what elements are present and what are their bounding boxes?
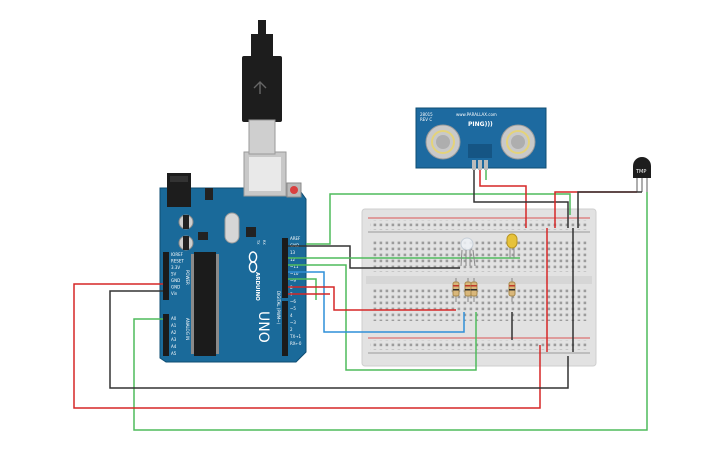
power-pin-label-1: RESET: [171, 259, 184, 264]
resistor-2[interactable]: [464, 278, 472, 302]
power-pin-label-3: 5V: [171, 272, 177, 277]
power-pin-label-6: Vin: [171, 291, 178, 296]
tx-label: TX: [256, 239, 260, 245]
resistor-3[interactable]: [470, 278, 478, 302]
digital-pin-label-15: RX←0: [290, 341, 302, 346]
analog-section-label: ANALOG IN: [185, 318, 190, 340]
crystal-oscillator: [224, 212, 240, 244]
arduino-brand-text: ARDUINO: [254, 272, 260, 301]
ping-name-text: PING))): [468, 121, 493, 128]
ultrasonic-sensor[interactable]: 28015 REV C www.PARALLAX.com PING))): [415, 107, 547, 170]
wire-blue-pin11[interactable]: [288, 271, 465, 333]
power-pin-label-2: 3.3V: [171, 265, 180, 270]
analog-pin-label-3: A3: [171, 337, 177, 342]
power-pin-label-5: GND: [171, 285, 180, 290]
wire-black-ping-gnd[interactable]: [473, 170, 569, 228]
digital-pin-label-2: 13: [290, 250, 296, 255]
terminal-strip-top[interactable]: [372, 240, 588, 272]
digital-pin-label-3: 12: [290, 257, 296, 262]
regulator: [205, 188, 213, 200]
wire-green-pin10[interactable]: [288, 278, 317, 300]
yellow-led[interactable]: [506, 233, 518, 258]
digital-pin-label-12: ~3: [290, 320, 296, 325]
usb-cable: [242, 20, 282, 155]
center-channel: [366, 276, 592, 284]
analog-pin-label-5: A5: [171, 351, 177, 356]
atmega-microcontroller: [194, 252, 216, 356]
digital-header-high: [282, 238, 288, 298]
arduino-infinity-logo: [248, 251, 258, 273]
ping-site-text: www.PARALLAX.com: [456, 112, 497, 117]
wire-green-pin12[interactable]: [288, 264, 477, 371]
analog-header: [163, 314, 169, 356]
analog-pin-label-4: A4: [171, 344, 177, 349]
wire-green-ping-signal[interactable]: [306, 193, 571, 245]
power-header: [163, 252, 169, 300]
resistor-4[interactable]: [508, 278, 516, 302]
temperature-sensor[interactable]: TMP: [633, 157, 651, 192]
power-rail-bottom-holes: [370, 340, 588, 350]
usb-chip: [246, 227, 256, 237]
usb-port-inner: [249, 157, 281, 191]
digital-pin-label-13: 2: [290, 327, 293, 332]
wire-red-pin9[interactable]: [288, 286, 456, 311]
resistor-1[interactable]: [452, 278, 460, 302]
wire-green-tmp[interactable]: [133, 192, 648, 431]
power-rail-top-holes: [370, 220, 588, 230]
wire-red-5v[interactable]: [73, 283, 541, 409]
breadboard[interactable]: [361, 208, 597, 367]
power-pin-label-4: GND: [171, 278, 180, 283]
analog-pin-label-0: A0: [171, 316, 177, 321]
wire-black-gnd-top[interactable]: [288, 245, 460, 269]
digital-pin-label-10: ~5: [290, 306, 296, 311]
digital-pin-label-0: AREF: [290, 236, 301, 241]
digital-pin-label-4: ~11: [290, 264, 299, 269]
ping-model-text: 28015: [420, 112, 433, 117]
power-section-label: POWER: [185, 270, 190, 285]
rx-label: RX: [262, 240, 266, 245]
tmp-label: TMP: [635, 169, 646, 175]
reset-button-cap[interactable]: [290, 186, 298, 194]
digital-pin-label-11: 4: [290, 313, 293, 318]
arduino-model-text: UNO: [255, 311, 271, 343]
terminal-strip-bottom[interactable]: [372, 287, 588, 321]
digital-pin-label-14: TX→1: [289, 334, 302, 339]
wire-black-gnd[interactable]: [109, 290, 569, 389]
ping-rev-text: REV C: [420, 117, 432, 122]
analog-pin-label-1: A1: [171, 323, 177, 328]
rgb-led[interactable]: [460, 237, 476, 267]
wire-red-ping-5v[interactable]: [479, 170, 527, 228]
wire-black-tmp[interactable]: [577, 191, 642, 228]
digital-pin-label-5: ~10: [290, 271, 299, 276]
digital-section-label: DIGITAL (PWM~): [276, 291, 281, 325]
digital-header-low: [282, 301, 288, 356]
arduino-uno-board[interactable]: ARDUINO UNO DIGITAL (PWM~) POWER ANALOG …: [159, 151, 307, 363]
analog-pin-label-2: A2: [171, 330, 177, 335]
digital-pin-label-6: ~9: [290, 278, 296, 283]
power-pin-label-0: IOREF: [171, 252, 184, 257]
digital-pin-label-9: ~6: [290, 299, 296, 304]
